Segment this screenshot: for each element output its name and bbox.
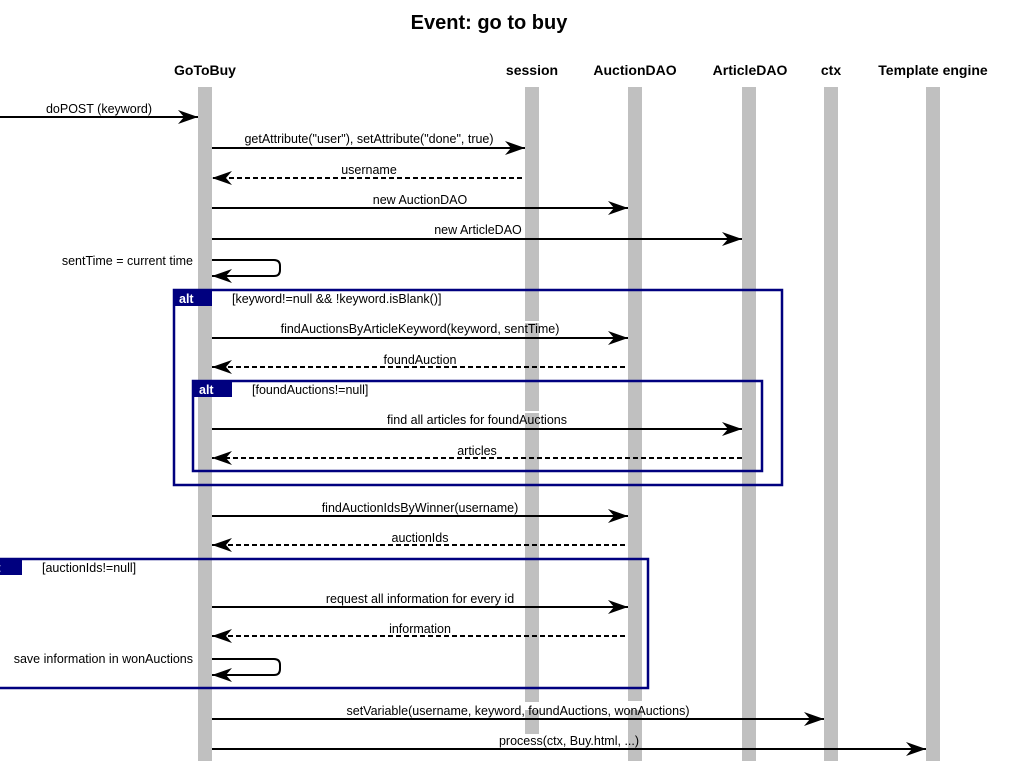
msg-request-information-label: request all information for every id <box>326 592 514 606</box>
participant-auctiondao: AuctionDAO <box>593 62 676 78</box>
msg-new-articledao-label: new ArticleDAO <box>434 223 522 237</box>
msg-articles-return-label: articles <box>457 444 497 458</box>
alt-guard-foundauctions: [foundAuctions!=null] <box>252 383 368 397</box>
alt-tag-foundauctions: alt <box>199 383 214 397</box>
alt-guard-auctionids: [auctionIds!=null] <box>42 561 136 575</box>
diagram-title: Event: go to buy <box>411 12 569 34</box>
lifeline-session-seg3 <box>525 413 539 702</box>
msg-senttime-self-arrow <box>212 259 281 283</box>
msg-find-articles-label: find all articles for foundAuctions <box>387 413 567 427</box>
msg-foundauction-return-label: foundAuction <box>384 353 457 367</box>
msg-auctionids-return-label: auctionIds <box>392 531 449 545</box>
alt-frame-keyword <box>172 288 784 487</box>
msg-get-set-attribute-label: getAttribute("user"), setAttribute("done… <box>244 132 493 146</box>
alt-tag-keyword: alt <box>179 292 194 306</box>
alt-tag-box-auctionids <box>0 559 22 575</box>
msg-username-return-label: username <box>341 163 397 177</box>
msg-information-return-label: information <box>389 622 451 636</box>
alt-frame-foundauctions <box>191 379 764 473</box>
alt-tag-box-keyword <box>174 290 212 306</box>
lifeline-gotobuy <box>198 87 212 761</box>
msg-find-auctionids-winner-label: findAuctionIdsByWinner(username) <box>322 501 519 515</box>
msg-new-auctiondao-label: new AuctionDAO <box>373 193 468 207</box>
alt-guard-keyword: [keyword!=null && !keyword.isBlank()] <box>232 292 441 306</box>
alt-frame-auctionids <box>0 557 650 690</box>
participant-gotobuy: GoToBuy <box>174 62 236 78</box>
msg-find-auctions-keyword-label: findAuctionsByArticleKeyword(keyword, se… <box>281 322 560 336</box>
msg-dopost-label: doPOST (keyword) <box>46 102 152 116</box>
msg-senttime-label: sentTime = current time <box>62 254 193 268</box>
lifeline-session-seg4 <box>525 710 539 734</box>
lifeline-template-engine <box>926 87 940 761</box>
msg-setvariable-label: setVariable(username, keyword, foundAuct… <box>347 704 690 718</box>
participant-template-engine: Template engine <box>878 62 988 78</box>
msg-save-information-self-arrow <box>212 658 281 682</box>
participant-articledao: ArticleDAO <box>713 62 788 78</box>
participant-ctx: ctx <box>821 62 841 78</box>
alt-tag-box-foundauctions <box>193 381 232 397</box>
lifeline-session-seg1 <box>525 87 539 321</box>
lifeline-ctx <box>824 87 838 761</box>
participant-session: session <box>506 62 558 78</box>
msg-save-information-label: save information in wonAuctions <box>14 652 193 666</box>
msg-process-label: process(ctx, Buy.html, ...) <box>499 734 639 748</box>
lifeline-articledao <box>742 87 756 761</box>
lifeline-auctiondao-seg1 <box>628 87 642 701</box>
